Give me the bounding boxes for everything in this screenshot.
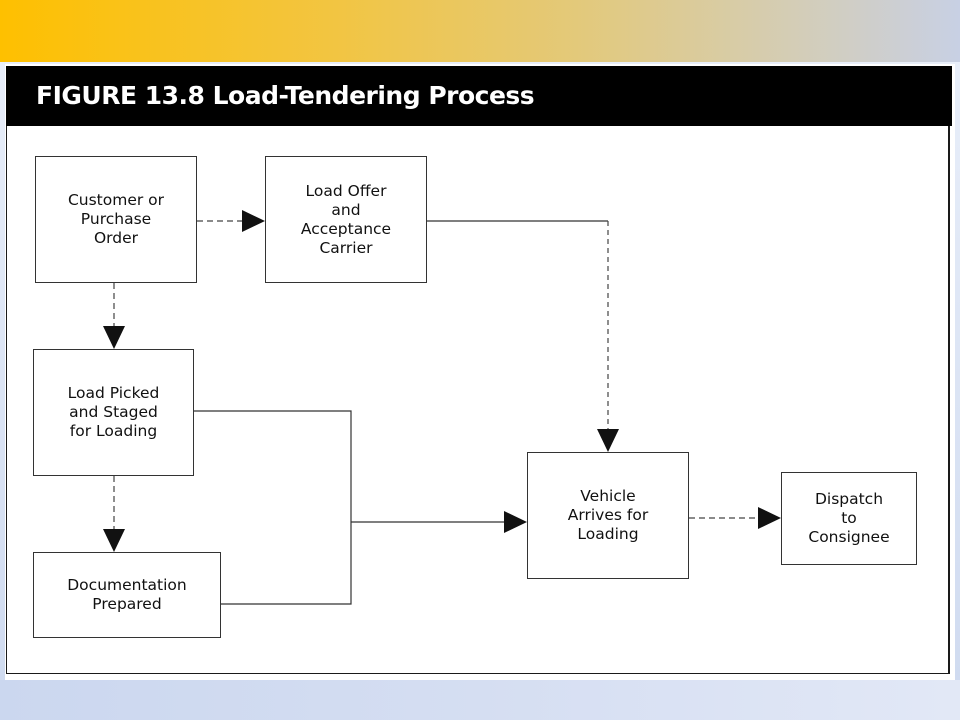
node-customer-order: Customer or Purchase Order (35, 156, 197, 283)
node-vehicle-arrives: Vehicle Arrives for Loading (527, 452, 689, 579)
node-vehicle-arrives-label: Vehicle Arrives for Loading (567, 487, 649, 543)
figure-title: FIGURE 13.8 Load-Tendering Process (36, 81, 535, 110)
node-customer-order-label: Customer or Purchase Order (67, 191, 165, 247)
node-load-picked: Load Picked and Staged for Loading (33, 349, 194, 476)
figure-frame-right (948, 126, 950, 674)
node-dispatch-label: Dispatch to Consignee (808, 490, 890, 546)
node-documentation: Documentation Prepared (33, 552, 221, 638)
figure-frame-bottom (6, 673, 949, 674)
node-load-offer-label: Load Offer and Acceptance Carrier (300, 181, 392, 257)
slide-bottom-band (0, 680, 960, 720)
node-load-picked-label: Load Picked and Staged for Loading (67, 384, 160, 440)
node-dispatch: Dispatch to Consignee (781, 472, 917, 565)
figure-header-band (6, 66, 952, 126)
node-documentation-label: Documentation Prepared (67, 576, 187, 613)
figure-frame-left (6, 126, 7, 674)
node-load-offer: Load Offer and Acceptance Carrier (265, 156, 427, 283)
